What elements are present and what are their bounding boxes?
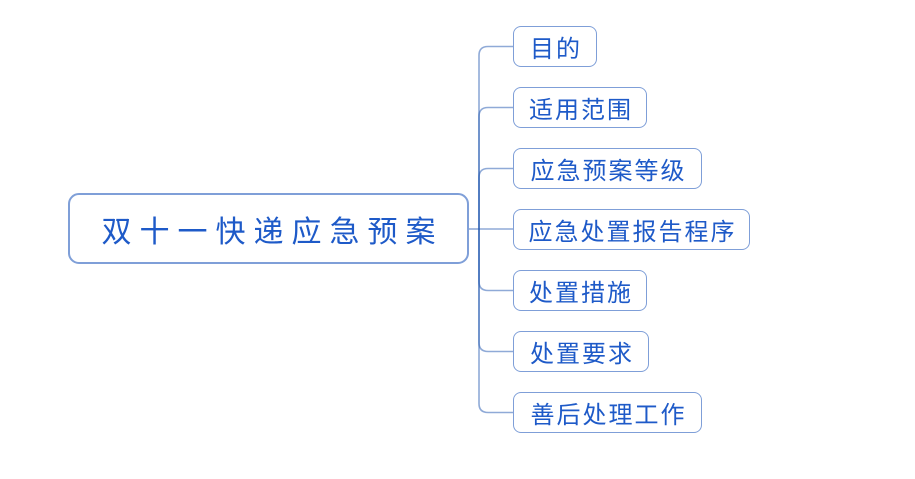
node-label: 目的 [530,35,582,63]
node-root[interactable]: 双十一快递应急预案 [68,193,469,264]
node-label: 应急预案等级 [530,157,687,185]
node-label: 应急处置报告程序 [528,218,737,246]
node-label: 处置措施 [529,279,633,307]
node-requirements[interactable]: 处置要求 [513,331,649,372]
connector-scope [478,106,513,229]
node-measures[interactable]: 处置措施 [513,270,647,311]
node-label: 适用范围 [529,96,633,124]
node-plan-level[interactable]: 应急预案等级 [513,148,702,189]
node-purpose[interactable]: 目的 [513,26,597,67]
connector-purpose [478,45,513,229]
node-label: 处置要求 [530,340,634,368]
node-label: 双十一快递应急预案 [101,214,444,250]
node-report-procedure[interactable]: 应急处置报告程序 [513,209,750,250]
connector-measures [478,229,513,292]
node-label: 善后处理工作 [530,401,687,429]
node-scope[interactable]: 适用范围 [513,87,647,128]
connector-aftermath [478,229,513,414]
connector-plan-level [478,167,513,229]
node-aftermath[interactable]: 善后处理工作 [513,392,702,433]
